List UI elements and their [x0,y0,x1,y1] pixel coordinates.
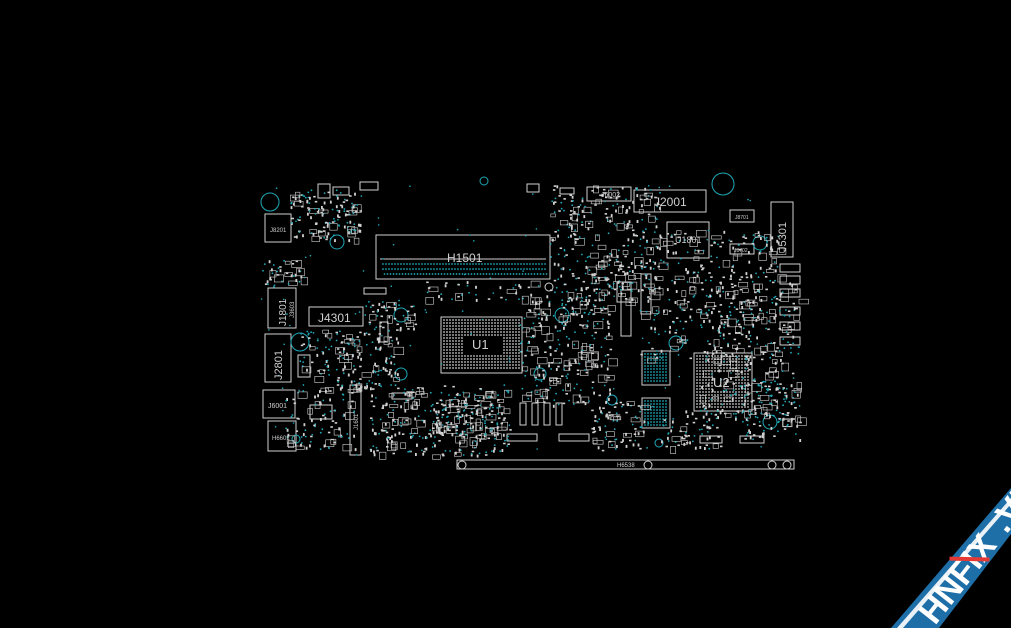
component-outline-J1801[interactable] [267,287,297,329]
watermark-accent [949,556,990,562]
watermark-banner: HNFIX .VN [811,458,1011,628]
watermark-text-main: HNFIX [911,527,1004,628]
component-outline-J5301[interactable] [770,201,794,258]
component-outline-J4301[interactable] [308,306,364,327]
component-outline-H6601[interactable] [267,420,297,452]
refdes-H6601: H6601 [272,436,290,442]
refdes-J8702: J8702 [734,248,748,254]
component-outline-U1[interactable] [440,316,523,374]
refdes-U1801: U1801 [675,235,702,245]
refdes-J1601: J1601 [354,413,360,430]
refdes-J8201: J8201 [270,228,287,234]
refdes-U1: U1 [472,337,489,352]
refdes-U2: U2 [713,375,730,390]
component-outline-H6538[interactable] [456,459,795,470]
component-outline-H1501[interactable] [375,234,551,280]
refdes-H1501: H1501 [447,251,483,265]
refdes-J5301: J5301 [777,222,789,252]
refdes-J3603: J3603 [290,301,296,318]
refdes-J6001: J6001 [268,403,287,410]
component-outline-J2801[interactable] [264,333,292,383]
refdes-J2001: J2001 [654,195,687,209]
refdes-H6538: H6538 [617,463,635,469]
refdes-J8701: J8701 [735,215,749,221]
refdes-J6002: J6002 [601,192,620,199]
refdes-J4301: J4301 [318,311,351,325]
component-outline-U1801[interactable] [666,221,710,259]
refdes-J1801: J1801 [278,298,289,326]
component-outline-J8201[interactable] [264,213,292,243]
component-outline-J6002[interactable] [586,186,632,202]
refdes-J2801: J2801 [273,350,285,380]
component-outline-J8701[interactable] [729,209,755,223]
